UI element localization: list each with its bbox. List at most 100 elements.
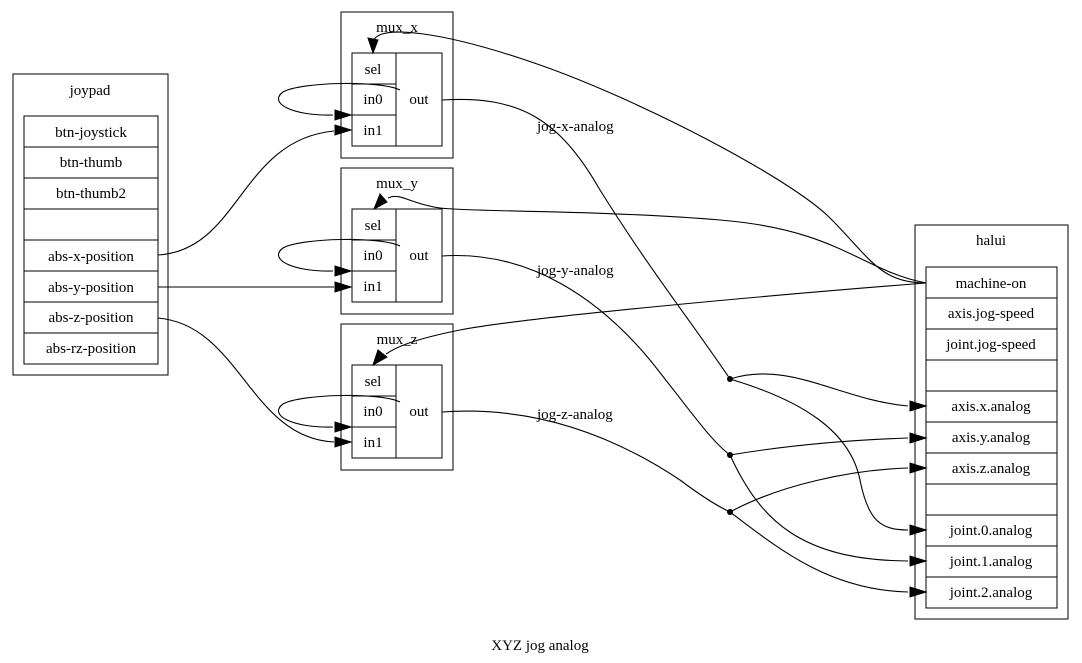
mux-y-feedback-edge bbox=[277, 238, 401, 272]
halui-frame bbox=[914, 224, 1069, 620]
halui-pin-cell bbox=[925, 545, 1058, 578]
mux-y-sel-arrowhead bbox=[373, 193, 388, 211]
joypad-pin-cell bbox=[23, 146, 159, 179]
halui-edges bbox=[729, 373, 928, 598]
machine-on-to-mux-z-sel-edge bbox=[385, 282, 927, 355]
joypad-pin-cell bbox=[23, 177, 159, 210]
mux-x-in1-label: in1 bbox=[363, 123, 382, 139]
machine-on-to-mux-y-sel-edge bbox=[387, 195, 927, 284]
mux-z-sel-arrowhead bbox=[372, 349, 388, 367]
mux-x-component: mux_x sel in0 in1 out bbox=[340, 11, 454, 159]
halui-pin-cell bbox=[925, 328, 1058, 361]
halui-pin-cell bbox=[925, 576, 1058, 609]
mux-z-in0-label: in0 bbox=[363, 404, 382, 420]
halui-pin-axis-jog-speed: axis.jog-speed bbox=[948, 306, 1035, 322]
mux-z-in1-label: in1 bbox=[363, 435, 382, 451]
mux-y-feedback-arrowhead bbox=[334, 265, 353, 277]
jog-x-to-joint-0-edge bbox=[729, 378, 909, 531]
mux-z-sel-cell bbox=[351, 364, 397, 397]
joypad-pin-btn-joystick: btn-joystick bbox=[55, 125, 127, 141]
halui-pin-cell bbox=[925, 514, 1058, 547]
mux-x-sel-arrowhead bbox=[367, 37, 379, 55]
joypad-pin-abs-x-position: abs-x-position bbox=[48, 249, 134, 265]
mux-x-sel-label: sel bbox=[365, 62, 382, 78]
mux-y-component: mux_y sel in0 in1 out bbox=[340, 167, 454, 315]
halui-pin-joint-2-analog: joint.2.analog bbox=[949, 585, 1033, 601]
mux-y-out-cell bbox=[395, 208, 443, 303]
joypad-pin-cell bbox=[23, 239, 159, 272]
halui-pin-empty bbox=[925, 359, 1058, 392]
joypad-pin-cell bbox=[23, 332, 159, 365]
joint-2-arrowhead bbox=[909, 586, 928, 598]
halui-pin-axis-y-analog: axis.y.analog bbox=[952, 430, 1031, 446]
halui-pin-cell bbox=[925, 421, 1058, 454]
joypad-pin-btn-thumb2: btn-thumb2 bbox=[56, 186, 126, 202]
axis-z-arrowhead bbox=[909, 462, 928, 474]
machine-on-to-mux-x-sel-edge bbox=[373, 31, 927, 284]
abs-z-to-mux-z-in1-edge bbox=[157, 317, 335, 443]
axis-y-arrowhead bbox=[909, 432, 928, 444]
machine-on-edges bbox=[367, 31, 927, 367]
halui-pin-cell bbox=[925, 452, 1058, 485]
abs-y-arrowhead bbox=[334, 281, 353, 293]
mux-x-out-cell bbox=[395, 52, 443, 147]
halui-title: halui bbox=[976, 233, 1006, 249]
halui-pin-axis-x-analog: axis.x.analog bbox=[951, 399, 1031, 415]
jog-y-to-joint-1-edge bbox=[729, 454, 909, 562]
halui-pin-empty bbox=[925, 483, 1058, 516]
mux-x-feedback-edge bbox=[277, 82, 401, 116]
jog-z-to-axis-z-edge bbox=[729, 467, 909, 513]
mux-z-sel-label: sel bbox=[365, 374, 382, 390]
mux-x-in0-cell bbox=[351, 83, 397, 116]
joypad-pin-abs-z-position: abs-z-position bbox=[49, 310, 134, 326]
mux-y-sel-label: sel bbox=[365, 218, 382, 234]
joypad-title: joypad bbox=[69, 83, 111, 99]
jog-z-analog-label: jog-z-analog bbox=[536, 407, 613, 423]
halui-pin-joint-1-analog: joint.1.analog bbox=[949, 554, 1033, 570]
mux-z-feedback-edge bbox=[277, 394, 401, 428]
mux-y-title: mux_y bbox=[376, 176, 418, 192]
mux-y-in1-cell bbox=[351, 270, 397, 303]
joypad-component: joypad btn-joystick btn-thumb btn-thumb2… bbox=[12, 73, 169, 376]
abs-x-arrowhead bbox=[334, 124, 353, 136]
signal-edges: jog-x-analog jog-y-analog jog-z-analog bbox=[441, 98, 733, 515]
mux-x-out-label: out bbox=[409, 92, 429, 108]
jog-x-net-edge bbox=[441, 98, 731, 380]
halui-pin-machine-on: machine-on bbox=[956, 276, 1027, 292]
joint-1-arrowhead bbox=[909, 555, 928, 567]
mux-z-in0-cell bbox=[351, 395, 397, 428]
jog-z-to-joint-2-edge bbox=[729, 511, 909, 593]
mux-z-feedback-arrowhead bbox=[334, 421, 353, 433]
joint-0-arrowhead bbox=[909, 524, 928, 536]
mux-z-frame bbox=[340, 323, 454, 471]
mux-x-frame bbox=[340, 11, 454, 159]
joypad-pin-abs-y-position: abs-y-position bbox=[48, 280, 134, 296]
mux-y-in1-label: in1 bbox=[363, 279, 382, 295]
mux-x-in0-label: in0 bbox=[363, 92, 382, 108]
joypad-pin-btn-thumb: btn-thumb bbox=[60, 155, 123, 171]
mux-z-title: mux_z bbox=[377, 332, 418, 348]
mux-z-component: mux_z sel in0 in1 out bbox=[340, 323, 454, 471]
mux-y-out-label: out bbox=[409, 248, 429, 264]
joypad-edges bbox=[157, 124, 353, 448]
jog-z-net-edge bbox=[441, 410, 731, 513]
joypad-frame bbox=[12, 73, 169, 376]
joypad-pin-empty bbox=[23, 208, 159, 241]
jog-x-analog-label: jog-x-analog bbox=[536, 119, 614, 135]
abs-z-arrowhead bbox=[334, 436, 353, 448]
mux-z-out-label: out bbox=[409, 404, 429, 420]
mux-z-out-cell bbox=[395, 364, 443, 459]
mux-x-feedback-arrowhead bbox=[334, 109, 353, 121]
jog-y-net-edge bbox=[441, 254, 731, 456]
mux-y-in0-label: in0 bbox=[363, 248, 382, 264]
joypad-pin-abs-rz-position: abs-rz-position bbox=[46, 341, 136, 357]
jog-x-to-axis-x-edge bbox=[729, 373, 909, 407]
halui-pin-cell bbox=[925, 297, 1058, 330]
abs-x-to-mux-x-in1-edge bbox=[157, 130, 335, 256]
halui-component: halui machine-on axis.jog-speed joint.jo… bbox=[914, 224, 1069, 620]
halui-pin-joint-0-analog: joint.0.analog bbox=[949, 523, 1033, 539]
halui-pin-axis-z-analog: axis.z.analog bbox=[952, 461, 1031, 477]
mux-y-frame bbox=[340, 167, 454, 315]
jog-y-analog-label: jog-y-analog bbox=[536, 263, 614, 279]
